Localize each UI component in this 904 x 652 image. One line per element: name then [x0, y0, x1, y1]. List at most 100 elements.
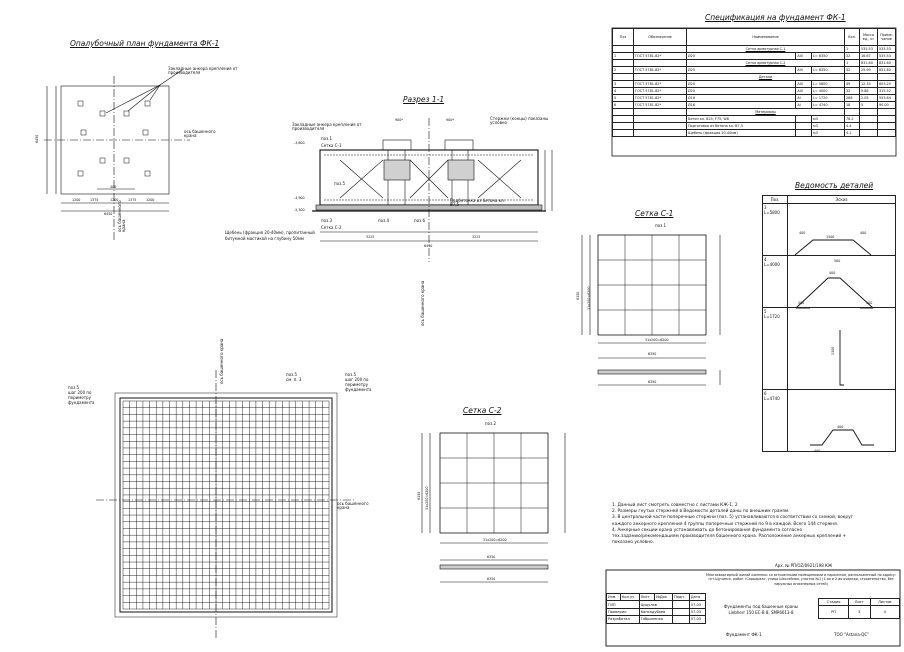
general-notes: 1. Данный лист смотреть совместно с лист…: [612, 503, 853, 546]
section-label-pos1: поз.1: [321, 136, 333, 141]
section-concrete-note: Подбетонка из бетона кл. В7,5: [450, 198, 505, 207]
note-line: 3. В центральной части поперечные стержн…: [612, 515, 853, 521]
section-label-c2: Сетка С-2: [321, 225, 342, 230]
section-level-3: -5,300: [294, 208, 305, 212]
note-line: 4. Анкерные секции крана устанавливать д…: [612, 527, 803, 533]
setka1-pos: поз.1: [655, 223, 667, 228]
setka-c2: [421, 432, 566, 583]
plan-dim-top: 400: [110, 185, 117, 189]
sk4-dim-c: 500: [866, 301, 873, 305]
section-view: [312, 118, 553, 262]
section-label-pos3: поз.3: [321, 218, 333, 223]
setka2-dim-c: 6350: [487, 577, 496, 581]
note-line: каждого анкерного крепления 4 группы поп…: [612, 521, 839, 527]
note-line: 1. Данный лист смотреть совместно с лист…: [612, 503, 738, 508]
section-dim-2: 900*: [446, 118, 454, 122]
stamp-company: ТОО "Astana-QC": [834, 632, 870, 637]
stamp-subject: Фундаменты под башенные краны Liebherr 1…: [724, 604, 798, 615]
section-label-pos5: поз.5: [334, 181, 346, 186]
setka1-dim-v2: 31x200=6200: [587, 286, 591, 310]
sk3-dim-a: 400: [799, 231, 806, 235]
sk6-dim-a: 400: [837, 425, 844, 429]
plan-dim-4: 1375: [128, 198, 137, 202]
plan-anchors: [77, 100, 151, 177]
section-title: Разрез 1-1: [403, 95, 445, 104]
section-anchor-note: Закладные анкера крепления от производит…: [292, 122, 362, 131]
setka2-dim-v1: 6350: [417, 491, 421, 500]
section-label-c1: Сетка С-1: [321, 143, 342, 148]
sk4-dim-a: 500: [798, 301, 805, 305]
rebar-axis-v: ось башенного крана: [219, 338, 224, 384]
sk3-dim-d: 500: [834, 259, 841, 263]
section-axis: ось башенного крана: [420, 280, 425, 326]
sk4-dim-b: 400: [829, 271, 836, 275]
plan-dim-1: 1200: [72, 198, 81, 202]
stamp-sheet-name: Фундамент ФК-1: [726, 632, 762, 637]
spec-title: Спецификация на фундамент ФК-1: [705, 13, 846, 22]
section-dim-4: 3225: [472, 235, 481, 239]
setka2-title: Сетка С-2: [463, 406, 502, 415]
spec-row: Материалы: [612, 108, 896, 116]
setka1-dim-b: 6350: [648, 352, 657, 356]
sk3-dim-c: 400: [860, 231, 867, 235]
section-rods-note: Стержни (концы) показаны условно: [490, 116, 549, 125]
setka2-dim-b: 6350: [487, 555, 496, 559]
vedomost-title: Ведомость деталей: [795, 181, 874, 190]
note-line: тех.заданию/рекомендациям производителя …: [612, 534, 847, 540]
section-label-pos4: поз.4: [378, 218, 390, 223]
plan-dim-5: 1200: [146, 198, 155, 202]
plan-title: Опалубочный план фундамента ФК-1: [70, 39, 220, 48]
rebar-axis-h: ось башенного крана: [337, 501, 369, 510]
stamp-code: Арх. № РП/ОZ/0921/198 КЖ: [775, 563, 833, 568]
stamp-object: Многоквартирный жилой комплекс со встрое…: [706, 573, 896, 586]
setka2-dim-v2: 31x200=6200: [425, 486, 429, 510]
note-line: показано условно.: [612, 540, 655, 546]
section-label-pos6: поз.6: [414, 218, 426, 223]
plan-total-width: 6450: [104, 212, 113, 216]
plan-tower-axis-v: ось башенного крана: [117, 200, 126, 232]
spec-table: Поз Обозначение Наименование Кол. Масса …: [612, 28, 896, 137]
plan-total-height: 6450: [35, 134, 39, 143]
plan-dim-3: 1200: [110, 198, 119, 202]
section-dim-5: 6450: [424, 244, 433, 248]
spec-row: Детали: [612, 73, 896, 81]
sk5-dim: 1300: [831, 346, 835, 355]
setka2-pos: поз.2: [485, 421, 497, 426]
setka-c1: [581, 234, 721, 386]
section-dim-1: 900*: [395, 118, 403, 122]
sk6-dim-b: 400: [814, 449, 821, 453]
plan-anchor-note: Закладные анкера крепления от производит…: [168, 66, 238, 75]
setka1-dim-c: 6350: [648, 380, 657, 384]
setka1-dim-v1: 6350: [576, 291, 580, 300]
setka2-dim-a: 31x200=6200: [483, 538, 507, 542]
section-dim-3: 3225: [366, 235, 375, 239]
sk3-dim-b: 1500: [826, 235, 835, 239]
rebar-plan: [114, 392, 338, 618]
setka1-dim-a: 31x200=6200: [645, 338, 669, 342]
plan-tower-axis: ось башенного крана: [184, 129, 216, 138]
section-gravel-note: Щебень (фракция 20-40мм), пропитанный би…: [225, 230, 315, 241]
setka1-title: Сетка С-1: [635, 209, 674, 218]
note-line: 2. Размеры гнутых стержней в Ведомости д…: [612, 509, 790, 515]
